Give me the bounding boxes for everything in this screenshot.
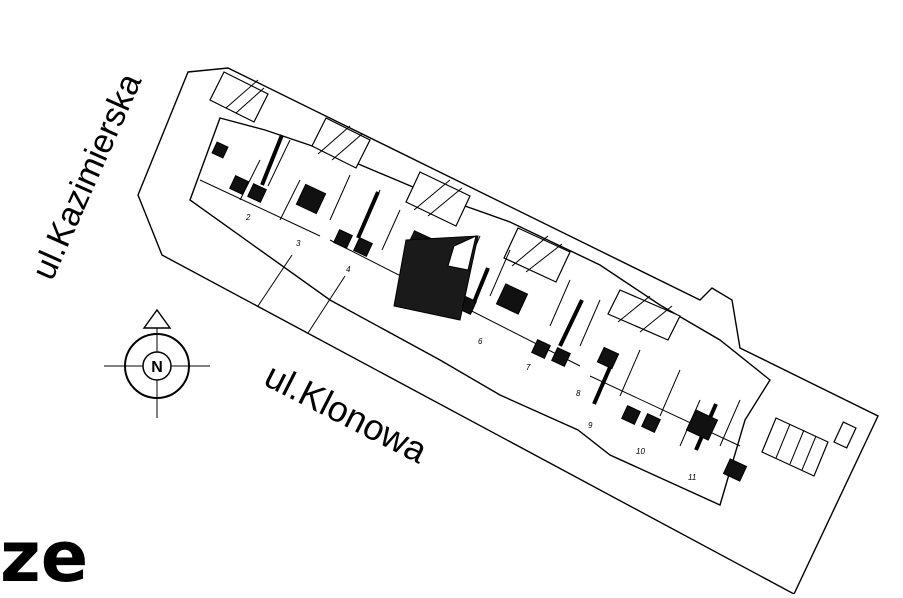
north-letter: N xyxy=(151,359,163,376)
unit-number-11: 11 xyxy=(688,473,696,482)
unit-number-2: 2 xyxy=(245,213,251,222)
unit-number-6: 6 xyxy=(478,337,483,346)
unit-number-8: 8 xyxy=(576,389,581,398)
building-outline xyxy=(189,117,771,506)
site-boundary xyxy=(137,67,879,594)
garages xyxy=(209,71,681,341)
street-label-klonowa: ul.Klonowa xyxy=(258,355,434,472)
unit-number-3: 3 xyxy=(296,239,301,248)
unit-number-10: 10 xyxy=(636,447,645,456)
unit-number-4: 4 xyxy=(346,265,351,274)
unit-number-9: 9 xyxy=(588,421,593,430)
caption-text: ze xyxy=(0,516,89,598)
plot-divider xyxy=(257,254,293,307)
unit-number-7: 7 xyxy=(526,363,531,372)
parking-stalls xyxy=(761,417,857,477)
hatched-area xyxy=(393,235,479,321)
plot-divider xyxy=(307,275,346,334)
north-arrow-icon: N xyxy=(104,308,210,418)
street-label-kazimierska: ul.Kazimierska xyxy=(25,68,150,285)
